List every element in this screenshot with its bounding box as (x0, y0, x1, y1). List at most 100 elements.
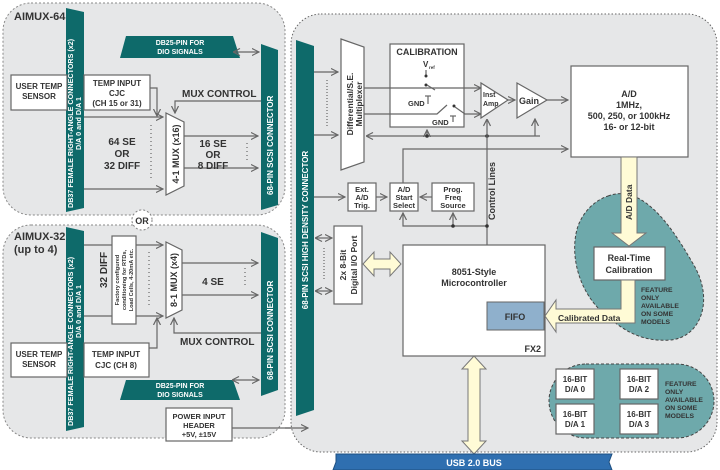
micro-line1: 8051-Style (452, 267, 497, 277)
aimux32-subtitle: (up to 4) (14, 244, 58, 256)
adc-line1: A/D (621, 89, 637, 99)
aimux64-db37-label: DB37 FEMALE RIGHT-ANGLE CONNECTORS (x2) (66, 38, 75, 208)
prog-freq-line1: Prog. (443, 185, 462, 194)
start-select-line1: A/D (398, 185, 412, 194)
aimux64-mux-control-label: MUX CONTROL (182, 89, 256, 100)
dac-3 (619, 403, 659, 435)
aimux32-db37-connector (66, 227, 84, 431)
aimux32-scsi-connector (261, 232, 278, 396)
feature-note-1-line5: MODELS (641, 319, 671, 326)
digital-io-line1: 2x 8-Bit (338, 249, 348, 280)
prog-freq-source (431, 182, 475, 212)
feature-note-2-line5: MODELS (665, 413, 695, 420)
start-select-line3: Select (393, 201, 416, 210)
gnd-label-2: GND (432, 118, 449, 127)
inst-amp-line2: Amp (483, 101, 499, 108)
io-bus-arrow (362, 250, 402, 278)
feature-note-2-line3: AVAILABLE (665, 397, 703, 404)
usb-bus-label: USB 2.0 BUS (446, 458, 502, 468)
feature-note-1-line3: AVAILABLE (641, 303, 679, 310)
aimux64-user-temp-sensor (10, 74, 68, 111)
power-line3: +5V, ±15V (182, 430, 217, 439)
aimux64-mux-label: 4-1 MUX (x16) (171, 124, 181, 183)
diff-mux-line2: Multiplexer (354, 81, 364, 127)
gain-label: Gain (519, 96, 539, 106)
dac-2-line1: 16-BIT (627, 375, 652, 384)
adc-line3: 500, 250, or 100kHz (588, 111, 671, 121)
aimux32-conditioning (111, 235, 137, 325)
diff-mux-line1: Differential/S.E. (345, 73, 355, 136)
calibration-title: CALIBRATION (396, 47, 457, 57)
fx2-label: FX2 (524, 344, 541, 354)
aimux64-db37-connector (66, 8, 84, 212)
feature-note-1: FEATURE ONLY AVAILABLE ON SOME MODELS (641, 287, 679, 326)
aimux64-scsi-label: 68-PIN SCSI CONNECTOR (266, 95, 275, 195)
power-input-header (165, 407, 233, 442)
gain-amp (516, 81, 549, 120)
aimux64-temp-input-line2: CJC (109, 89, 125, 98)
usb-bus (332, 453, 613, 470)
aimux32-db25-line2: DIO SIGNALS (157, 392, 203, 399)
aimux64-outputs-line2: OR (206, 150, 222, 161)
dac-2-line2: D/A 2 (629, 385, 650, 394)
dac-3-line2: D/A 3 (629, 420, 650, 429)
aimux32-mux-label: 8-1 MUX (x4) (169, 253, 179, 307)
aimux32-user-temp-line2: SENSOR (22, 360, 56, 369)
aimux32-title: AIMUX-32 (14, 231, 65, 243)
aimux32-db25-line1: DB25-PIN FOR (156, 383, 205, 390)
vref-label: V (423, 60, 429, 69)
dac-1 (555, 403, 595, 435)
inst-amp (480, 81, 510, 120)
fifo-label: FIFO (505, 312, 526, 322)
aimux32-panel: OR AIMUX-32 (up to 4) DB37 FEMALE RIGHT-… (2, 209, 308, 442)
aimux32-mux (165, 241, 183, 319)
aimux32-db25 (120, 380, 240, 400)
aimux32-temp-input-line2: CJC (CH 8) (95, 361, 137, 370)
calibrated-data-label: Calibrated Data (558, 313, 621, 323)
start-select-line2: Start (395, 193, 413, 202)
realtime-cal-line2: Calibration (605, 265, 652, 275)
dac-1-line1: 16-BIT (563, 410, 588, 419)
aimux64-mux (165, 112, 185, 196)
aimux32-conditioning-line1: Factory configured (115, 254, 121, 305)
aimux32-outputs: 4 SE (202, 277, 224, 288)
feature-note-1-line1: FEATURE (641, 287, 673, 294)
ad-start-select (389, 182, 419, 212)
aimux32-conditioning-line2: conditioning for RTDs, (122, 249, 128, 310)
aimux32-container (2, 224, 286, 439)
gnd-label-1: GND (408, 99, 425, 108)
aimux64-db25-line2: DIO SIGNALS (157, 49, 203, 56)
aimux64-temp-input-line1: TEMP INPUT (93, 79, 141, 88)
aimux64-db25-line1: DB25-PIN FOR (156, 40, 205, 47)
aimux64-db37-sub: D/A 0 and D/A 1 (74, 97, 83, 150)
feature-note-1-line4: ON SOME (641, 311, 674, 318)
ad-data-label: A/D Data (624, 184, 634, 220)
aimux64-user-temp-line2: SENSOR (22, 92, 56, 101)
adc-line2: 1MHz, (616, 100, 642, 110)
hd-scsi-label: 68-PIN SCSI HIGH DENSITY CONNECTOR (301, 151, 310, 310)
aimux64-temp-input-cjc (83, 74, 151, 111)
aimux32-channels: 32 DIFF (99, 252, 110, 288)
control-lines-label: Control Lines (487, 162, 497, 220)
digital-io-line2: Digital I/O Port (349, 235, 359, 294)
ext-trig-line3: Trig. (354, 201, 370, 210)
feature-note-1-line2: ONLY (641, 295, 660, 302)
aimux64-panel: AIMUX-64 DB37 FEMALE RIGHT-ANGLE CONNECT… (2, 2, 286, 216)
dac-0 (555, 368, 595, 400)
aimux64-user-temp-line1: USER TEMP (16, 82, 63, 91)
prog-freq-line2: Freq (445, 193, 462, 202)
aimux64-channels-line1: 64 SE (108, 137, 136, 148)
calibrated-data-arrow (544, 279, 636, 334)
dac-1-line2: D/A 1 (565, 420, 586, 429)
dac-2 (619, 368, 659, 400)
ad-data-arrow (610, 156, 648, 247)
fifo-block (486, 301, 545, 331)
aimux32-temp-input-cjc (83, 342, 150, 378)
micro-line2: Microcontroller (441, 278, 507, 288)
aimux32-scsi-label: 68-PIN SCSI CONNECTOR (266, 280, 275, 380)
realtime-calibration (593, 246, 666, 281)
ext-ad-trig (347, 182, 377, 212)
or-label-overlay: OR (135, 216, 149, 226)
aimux32-user-temp-sensor (10, 342, 68, 378)
